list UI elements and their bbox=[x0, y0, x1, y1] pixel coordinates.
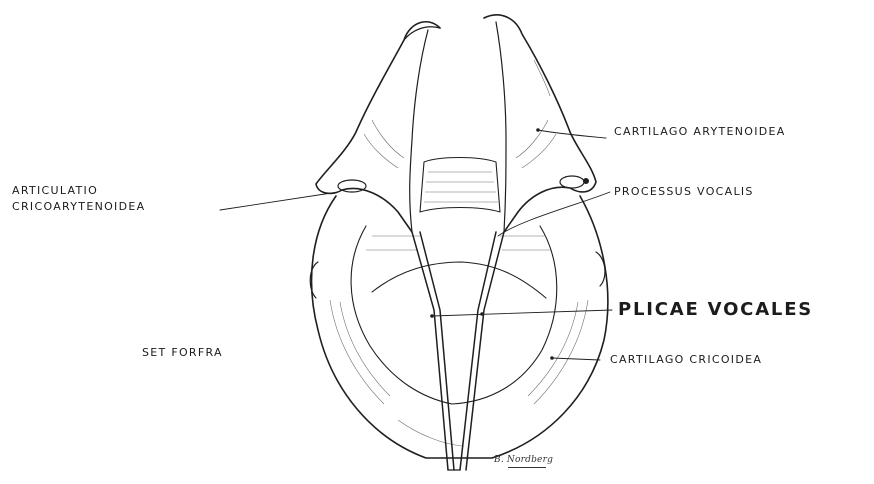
dot-cartilago-cricoidea bbox=[550, 356, 554, 360]
arytenoid-shading bbox=[364, 60, 556, 168]
right-vocal-fold bbox=[460, 232, 504, 470]
label-set-forfra: SET FORFRA bbox=[142, 345, 223, 360]
leader-cartilago-cricoidea bbox=[552, 358, 600, 360]
label-cartilago-arytenoidea: CARTILAGO ARYTENOIDEA bbox=[614, 124, 786, 139]
interarytenoid-hatching bbox=[366, 172, 552, 250]
right-cricoarytenoid-joint bbox=[560, 176, 584, 188]
artist-signature: B. Nordberg bbox=[494, 455, 553, 465]
cricoid-shading bbox=[330, 300, 588, 446]
label-articulatio-line2: CRICOARYTENOIDEA bbox=[12, 199, 145, 214]
interarytenoid-tissue bbox=[420, 158, 500, 213]
label-processus-vocalis: PROCESSUS VOCALIS bbox=[614, 184, 754, 199]
right-arytenoid-cartilage bbox=[484, 15, 596, 232]
label-plicae-vocales: PLICAE VOCALES bbox=[618, 299, 813, 321]
right-arytenoid-inner bbox=[496, 22, 506, 232]
dot-cartilago-arytenoidea bbox=[536, 128, 540, 132]
dot-plicae-right bbox=[480, 312, 484, 316]
left-cricoarytenoid-joint bbox=[338, 180, 366, 192]
dot-processus-vocalis bbox=[583, 178, 589, 184]
dot-plicae-left bbox=[430, 314, 434, 318]
label-cartilago-cricoidea: CARTILAGO CRICOIDEA bbox=[610, 352, 762, 367]
cricoid-ring-outline bbox=[312, 196, 608, 458]
cricoid-lamina-edge bbox=[372, 262, 546, 298]
leader-articulatio bbox=[220, 192, 338, 210]
leader-processus-vocalis bbox=[498, 192, 610, 236]
signature-text: B. Nordberg bbox=[494, 455, 553, 465]
signature-underline bbox=[508, 467, 546, 468]
label-articulatio-line1: ARTICULATIO bbox=[12, 183, 98, 198]
